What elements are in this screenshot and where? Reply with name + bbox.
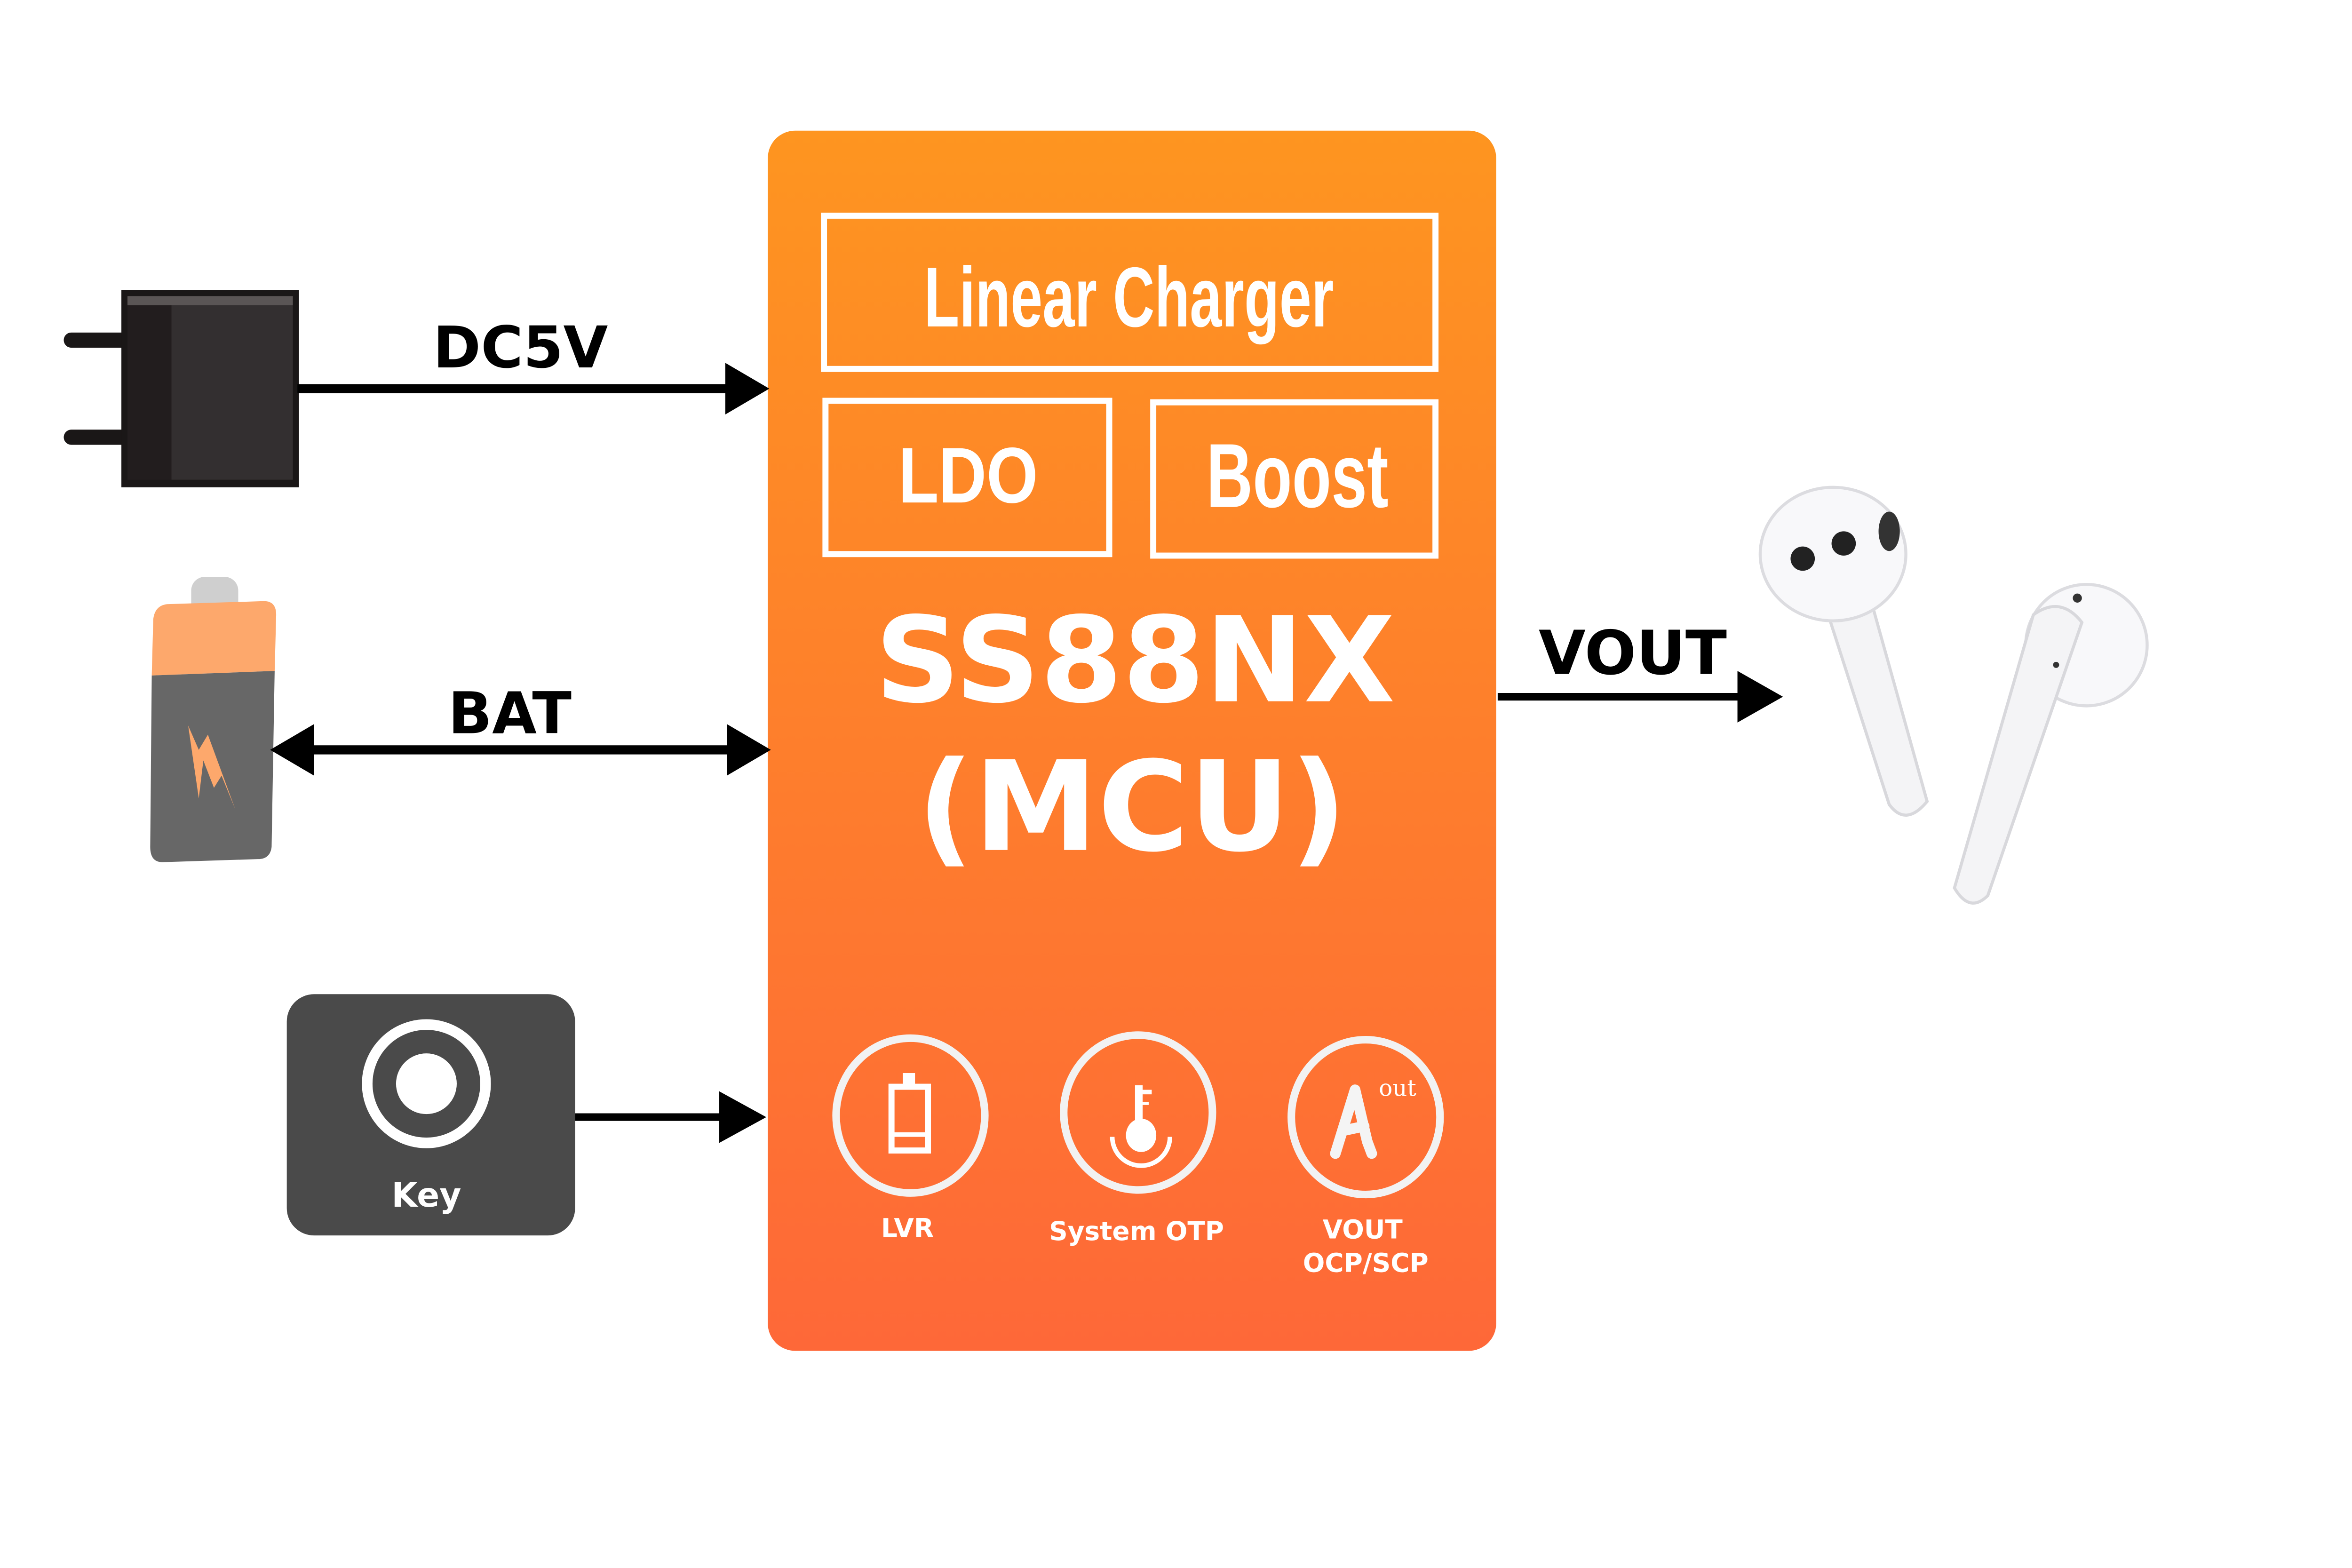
key-button[interactable]: Key [286, 994, 575, 1236]
dc5v-arrow [297, 363, 770, 415]
feature-lvr: LVR [832, 1034, 989, 1243]
out-icon-text: out [1379, 1075, 1416, 1101]
lvr-label: LVR [881, 1213, 934, 1243]
current-out-icon: out [1330, 1075, 1416, 1159]
linear-charger-label: Linear Charger [924, 250, 1334, 345]
vout-arrow [1497, 671, 1783, 723]
power-adapter-icon [64, 290, 299, 487]
dc5v-label: DC5V [433, 314, 608, 381]
bat-arrow [270, 724, 771, 776]
ldo-label: LDO [898, 431, 1038, 519]
key-label: Key [391, 1176, 461, 1215]
chip-block: Linear Charger LDO Boost SS88NX (MCU) LV… [768, 130, 1496, 1351]
bat-label: BAT [448, 679, 572, 747]
chip-name: SS88NX [875, 592, 1395, 730]
lightning-icon [188, 725, 235, 809]
vout-label-line2: OCP/SCP [1303, 1248, 1429, 1278]
battery-icon [150, 577, 277, 862]
linear-charger-block: Linear Charger [821, 212, 1439, 372]
system-otp-label: System OTP [1049, 1216, 1224, 1246]
feature-vout-protection: out VOUT OCP/SCP [1287, 1035, 1444, 1278]
key-arrow [575, 1091, 767, 1143]
earbuds-image [1758, 486, 2149, 905]
vout-output-label: VOUT [1539, 618, 1727, 689]
earbud-right [1953, 583, 2149, 905]
boost-block: Boost [1150, 399, 1439, 559]
chip-subtitle: (MCU) [917, 735, 1347, 880]
power-button-icon [362, 1019, 491, 1148]
vout-circle [1287, 1035, 1444, 1199]
vout-label-line1: VOUT [1323, 1215, 1403, 1245]
lvr-circle [832, 1034, 989, 1197]
thermometer-icon [1110, 1085, 1172, 1168]
battery-low-icon [888, 1073, 931, 1154]
ldo-block: LDO [822, 398, 1112, 557]
earbud-left [1758, 486, 1929, 817]
feature-system-otp: System OTP [1049, 1031, 1224, 1246]
otp-circle [1060, 1031, 1216, 1194]
boost-label: Boost [1207, 425, 1389, 527]
